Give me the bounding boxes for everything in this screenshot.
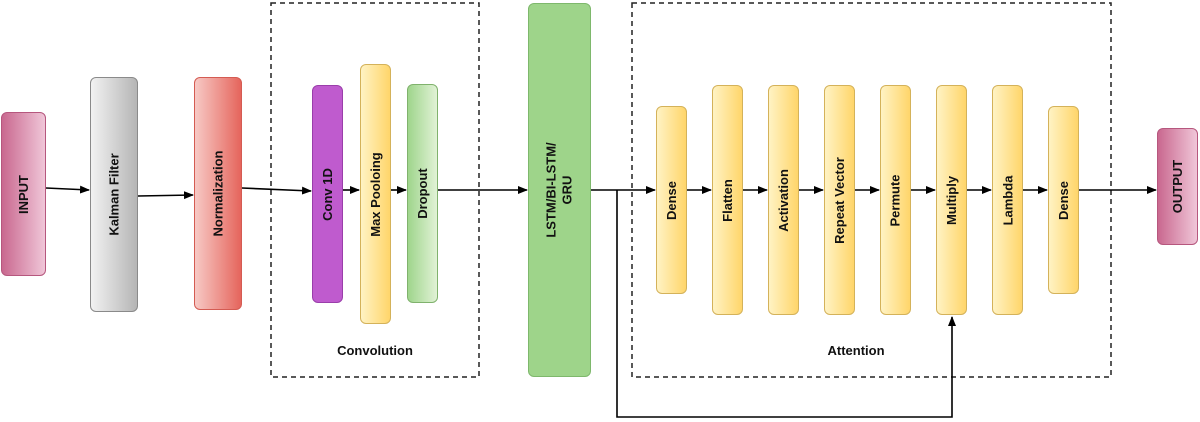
activation-node: Activation (768, 85, 799, 315)
output-node: OUTPUT (1157, 128, 1198, 245)
lstm-node: LSTM/BI-LSTM/ GRU (528, 3, 591, 377)
arrow-skip-to-multiply (616, 190, 956, 418)
dense-node-1: Dense (656, 106, 687, 294)
normalization-node: Normalization (194, 77, 242, 310)
flatten-label: Flatten (720, 178, 735, 222)
permute-label: Permute (888, 173, 903, 227)
max-pooling-label: Max Pooloing (368, 151, 383, 237)
repeat-vector-label: Repeat Vector (832, 156, 848, 244)
max-pooling-node: Max Pooloing (360, 64, 391, 324)
multiply-label: Multiply (944, 175, 960, 225)
dense-node-2: Dense (1048, 106, 1079, 294)
lstm-label-line1: LSTM/BI-LSTM/ (543, 142, 559, 238)
dropout-node: Dropout (407, 84, 438, 303)
lambda-node: Lambda (992, 85, 1023, 315)
output-label: OUTPUT (1170, 159, 1186, 214)
lambda-label: Lambda (1000, 175, 1015, 225)
attention-group-label: Attention (827, 343, 885, 358)
dense-label-1: Dense (664, 180, 679, 220)
input-node: INPUT (1, 112, 46, 276)
normalization-label: Normalization (210, 150, 226, 237)
activation-label: Activation (776, 168, 791, 232)
lstm-label: LSTM/BI-LSTM/ GRU (544, 142, 576, 237)
input-label: INPUT (16, 174, 31, 214)
conv1d-node: Conv 1D (312, 85, 343, 303)
conv1d-label: Conv 1D (320, 167, 336, 221)
arrow-kalman-normalization (137, 191, 194, 200)
kalman-filter-label: Kalman Filter (106, 153, 122, 236)
multiply-node: Multiply (936, 85, 967, 315)
dense-label-2: Dense (1056, 180, 1071, 220)
kalman-filter-node: Kalman Filter (90, 77, 138, 312)
dropout-label: Dropout (415, 168, 431, 219)
arrow-normalization-conv (241, 186, 312, 195)
arrow-input-kalman (45, 185, 90, 194)
flatten-node: Flatten (712, 85, 743, 315)
convolution-group-label: Convolution (337, 343, 413, 358)
repeat-vector-node: Repeat Vector (824, 85, 855, 315)
permute-node: Permute (880, 85, 911, 315)
lstm-label-line2: GRU (559, 175, 575, 205)
